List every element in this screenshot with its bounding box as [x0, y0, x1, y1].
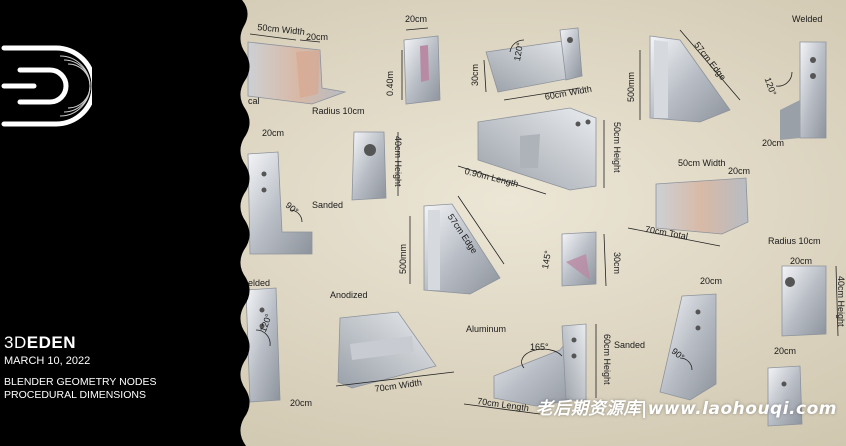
bracket-10: [423, 203, 501, 295]
bracket-7: [477, 107, 597, 191]
dimension-label: 50cm Width: [678, 158, 726, 168]
dimension-label: 20cm: [728, 166, 751, 176]
bracket-3: [485, 27, 583, 93]
bracket-1: [247, 41, 347, 105]
sidebar-panel: [0, 0, 250, 446]
finish-label: Sanded: [614, 340, 646, 350]
finish-label: Welded: [792, 14, 823, 24]
dimension-label: 30cm: [612, 252, 622, 275]
dimension-label: cal: [248, 96, 260, 106]
bracket-6: [351, 131, 387, 201]
bracket-13: [245, 287, 281, 403]
bracket-15: [493, 323, 587, 407]
bracket-2: [403, 35, 441, 105]
finish-label: Sanded: [312, 200, 344, 210]
brand-line-2: PROCEDURAL DIMENSIONS: [4, 389, 146, 401]
bracket-5: [780, 41, 827, 140]
bracket-14: [337, 311, 437, 389]
dimension-label: 40cm Height: [393, 136, 403, 187]
dimension-label: 40cm Height: [836, 276, 846, 327]
dimension-label: Radius 10cm: [312, 106, 365, 116]
bracket-4: [649, 35, 731, 123]
dimension-label: 20cm: [790, 256, 813, 266]
dimension-label: 20cm: [262, 128, 285, 138]
dimension-label: 500mm: [398, 243, 408, 274]
bracket-9: [655, 177, 749, 235]
dimension-label: 20cm: [405, 14, 428, 24]
dimension-label: 500mm: [626, 71, 636, 102]
bracket-16: [659, 293, 717, 401]
dimension-label: 20cm: [774, 346, 797, 356]
bracket-12: [781, 265, 827, 337]
brand-name: 3DEDEN: [4, 333, 76, 352]
dimension-label: 20cm: [700, 276, 723, 286]
dimension-label: 20cm: [306, 32, 329, 42]
dimension-lines: [249, 27, 839, 415]
brand-line-1: BLENDER GEOMETRY NODES: [4, 376, 157, 388]
angle-arcs: [255, 39, 793, 371]
dimension-label: 0.40m: [385, 70, 395, 96]
dimension-label: Radius 10cm: [768, 236, 821, 246]
material-label: Aluminum: [466, 324, 507, 334]
dimension-label: 30cm: [470, 63, 480, 86]
watermark: 老后期资源库|www.laohouqi.com: [536, 399, 837, 419]
dimension-label: 60cm Height: [602, 334, 612, 385]
finish-label: elded: [248, 278, 271, 288]
brand-block: 3DEDEN MARCH 10, 2022 BLENDER GEOMETRY N…: [4, 334, 156, 402]
brand-date: MARCH 10, 2022: [4, 355, 91, 367]
bracket-17: [767, 365, 803, 427]
angle-label: 165°: [530, 342, 549, 352]
dimension-label: 20cm: [290, 398, 313, 408]
3d-eden-logo-icon: [1, 45, 92, 127]
dimension-label: 20cm: [762, 138, 785, 148]
dimension-label: 50cm Height: [612, 122, 622, 173]
bracket-11: [561, 231, 597, 287]
finish-label: Anodized: [330, 290, 368, 300]
bracket-8: [247, 151, 313, 255]
